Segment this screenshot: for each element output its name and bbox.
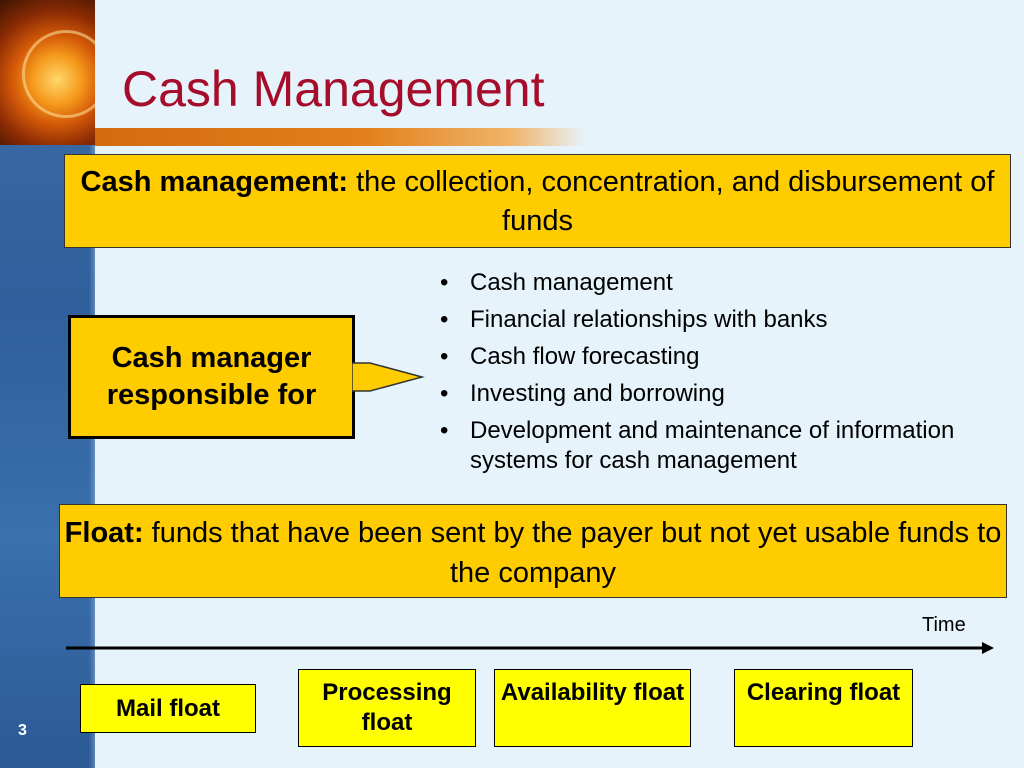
list-item: Investing and borrowing: [438, 379, 1018, 409]
cash-management-term: Cash management:: [80, 166, 349, 198]
list-item: Cash flow forecasting: [438, 342, 1018, 372]
sun-graphic: [0, 0, 95, 145]
stage-processing-float: Processing float: [298, 669, 476, 747]
callout-line-2: responsible for: [106, 379, 317, 411]
cash-management-definition: the collection, concentration, and disbu…: [348, 166, 995, 237]
list-item: Development and maintenance of informati…: [438, 416, 1018, 476]
title-underline-bar: [95, 128, 585, 146]
stage-mail-float: Mail float: [80, 684, 256, 733]
cash-management-definition-box: Cash management: the collection, concent…: [64, 154, 1011, 248]
stage-availability-float: Availability float: [494, 669, 691, 747]
sun-ring: [22, 30, 95, 118]
float-definition-box: Float: funds that have been sent by the …: [59, 504, 1007, 598]
callout-line-1: Cash manager: [111, 342, 312, 374]
time-arrow-icon: [66, 642, 994, 654]
time-axis-label: Time: [922, 614, 966, 636]
list-item: Cash management: [438, 268, 1018, 298]
stage-clearing-float: Clearing float: [734, 669, 913, 747]
callout-arrow-icon: [352, 362, 425, 392]
page-number: 3: [18, 722, 27, 739]
float-definition: funds that have been sent by the payer b…: [143, 517, 1002, 589]
slide-title: Cash Management: [122, 61, 545, 117]
responsibilities-list: Cash management Financial relationships …: [438, 268, 1018, 483]
list-item: Financial relationships with banks: [438, 305, 1018, 335]
float-term: Float:: [64, 517, 144, 549]
cash-manager-callout: Cash manager responsible for: [68, 315, 355, 439]
